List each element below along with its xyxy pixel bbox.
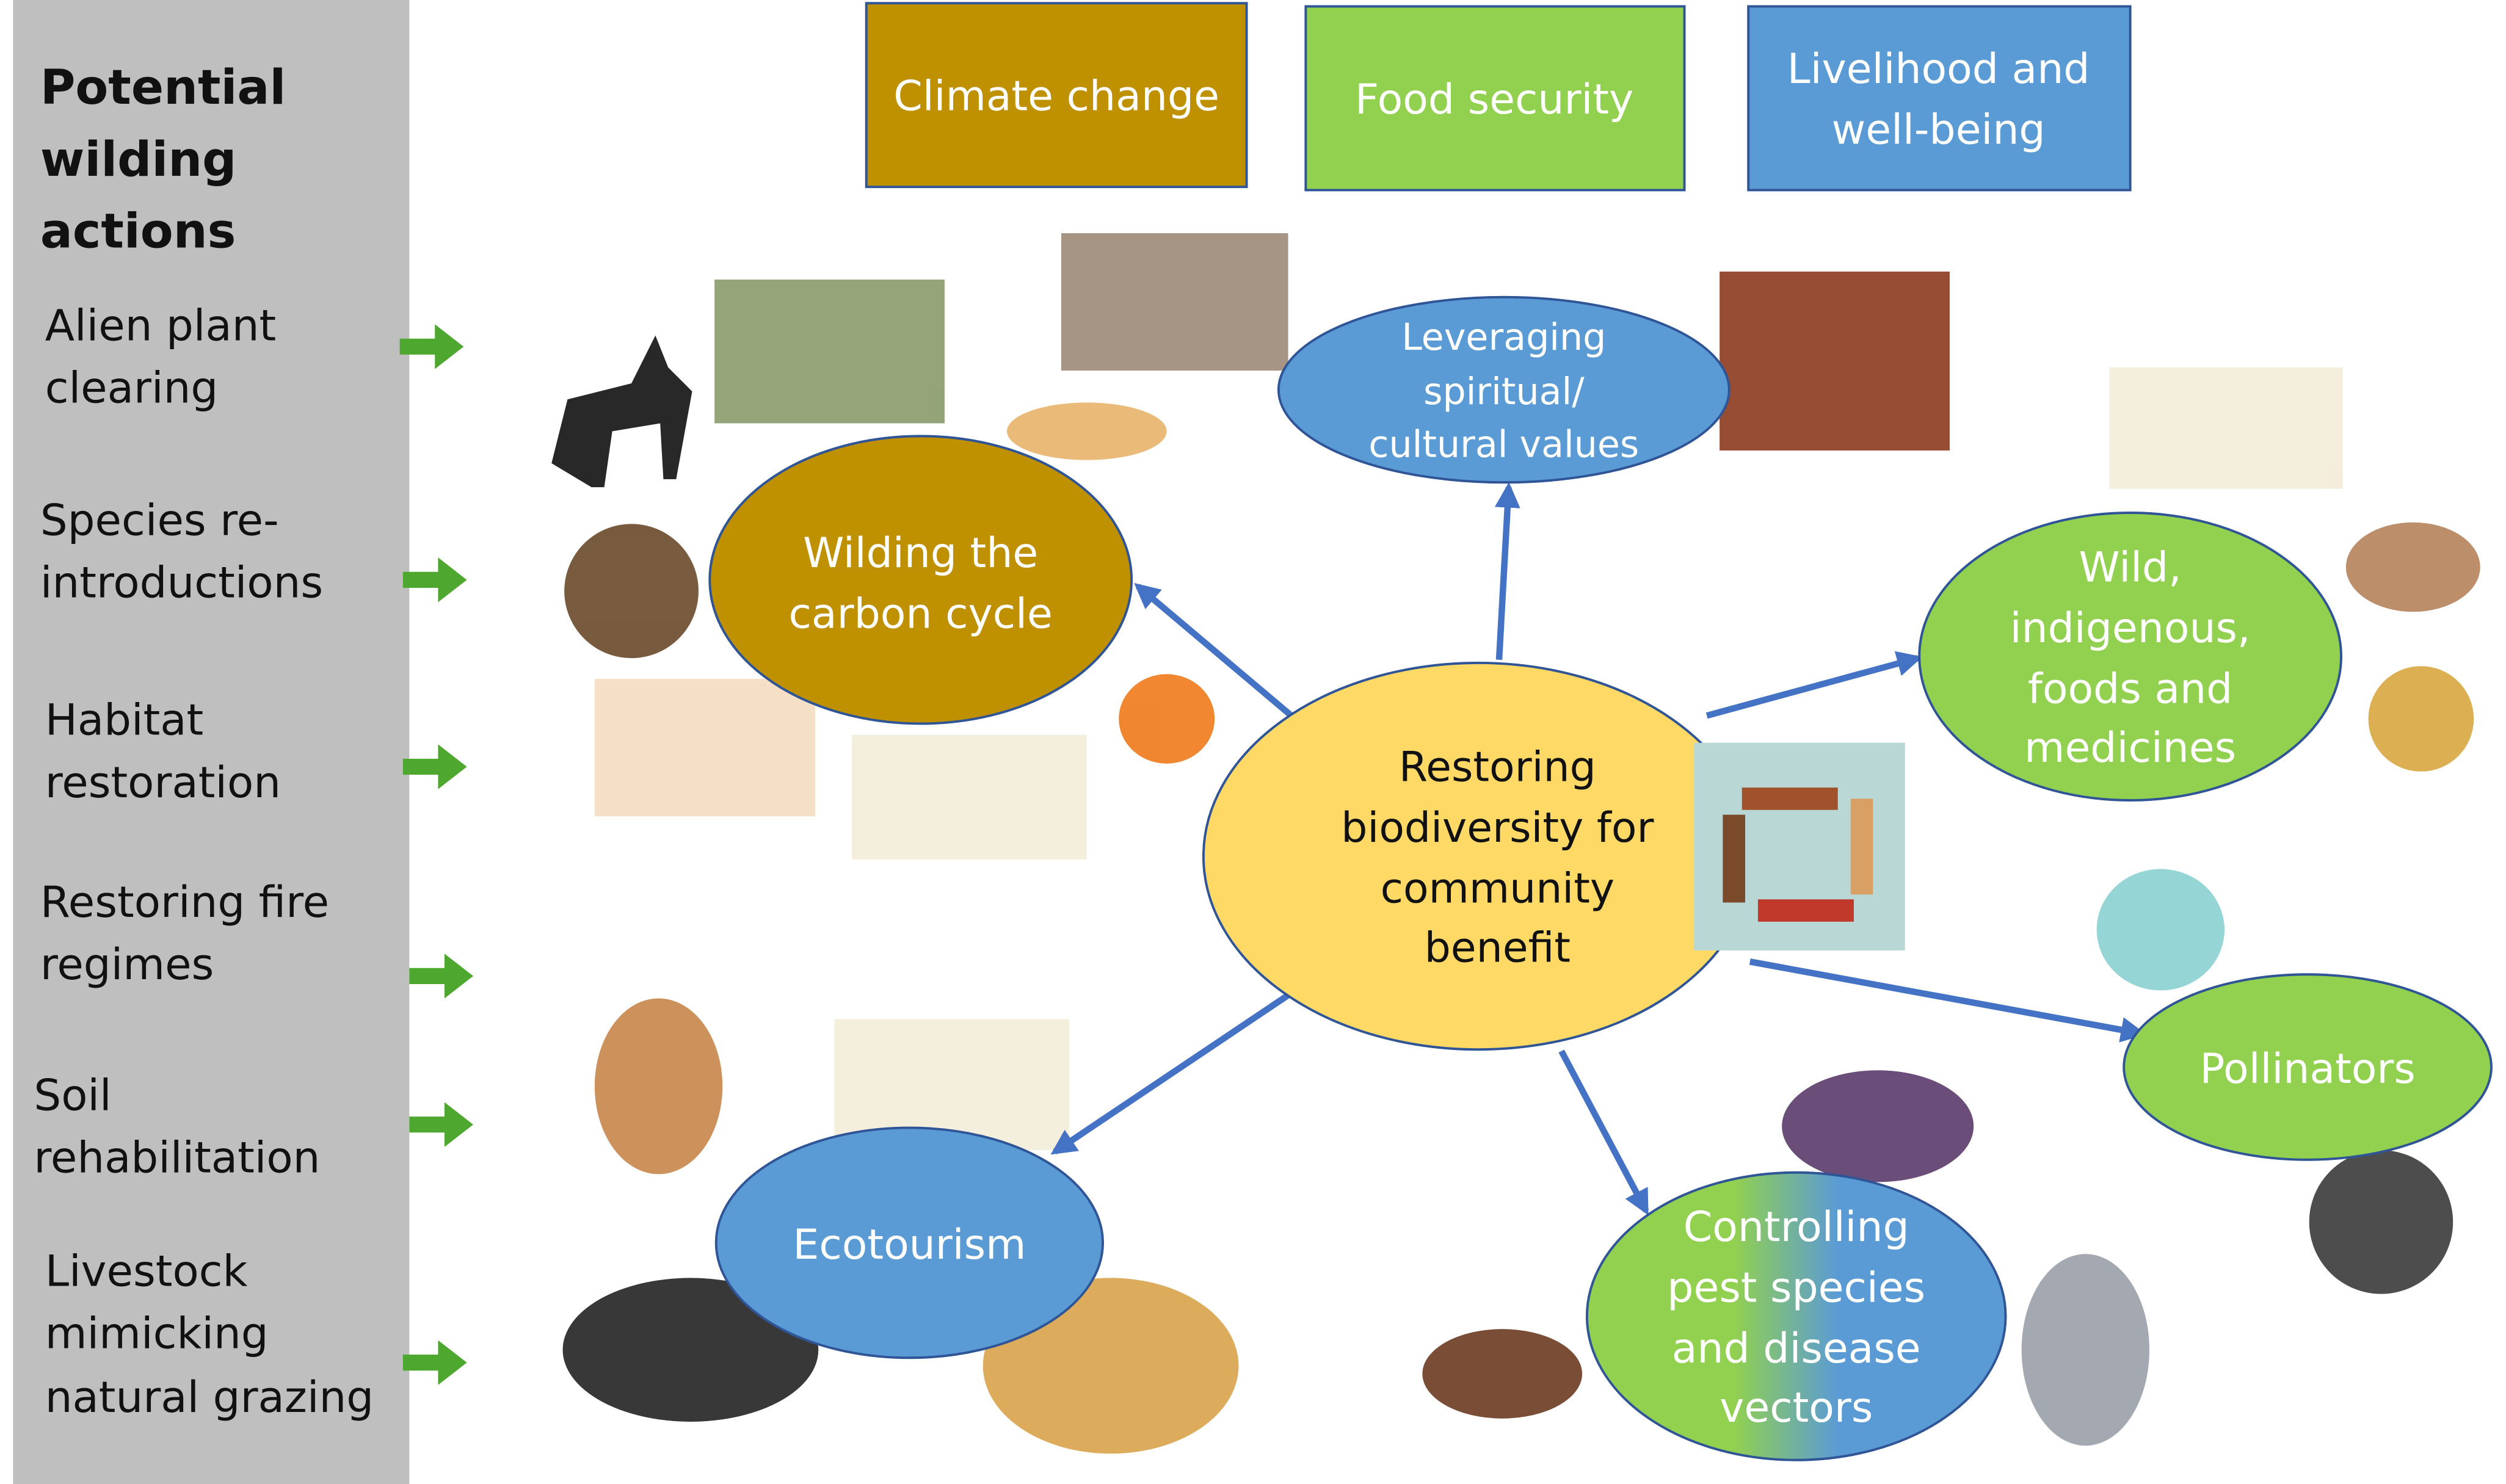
green-arrow-icon [402,1340,467,1385]
bee-flower-image [2096,869,2225,991]
arrow-to-carbon [1134,582,1294,718]
node-label: Wilding the [803,529,1038,577]
carbon-cycle-node [708,435,1133,725]
bulb-plant-image [852,734,1087,860]
node-label: and disease [1672,1325,1921,1373]
title-line: Potential [40,59,286,115]
center-node [1202,662,1755,1051]
green-arrow-icon [402,744,467,789]
climate-change-label: Climate change [893,73,1219,121]
center-label: biodiversity for [1341,804,1654,852]
ecotourism-node [714,1126,1104,1359]
arrow-to-pest [1558,1049,1649,1215]
nguni-cattle-image [1720,271,1950,451]
food-security-label: Food security [1355,76,1633,124]
mopane-worms-image [2368,666,2474,772]
node-label: spiritual/ [1423,371,1585,413]
action-label: mimicking [45,1308,269,1359]
cave-painting-image [1061,233,1288,371]
pollinators-node [2123,973,2493,1161]
sidebar-title: Potential wilding actions [40,59,286,259]
bulb-plant-image [2109,367,2343,489]
livelihood-label: well-being [1832,106,2046,154]
eagle-image [562,1278,819,1422]
side-arrows [399,324,474,1385]
node-label: Pollinators [2199,1045,2415,1093]
node-label: Wild, [2079,544,2181,592]
climate-change-box [865,2,1248,189]
connector-arrows [1050,482,2147,1215]
action-label: regimes [40,939,214,990]
action-label: rehabilitation [34,1132,320,1183]
node-label: Ecotourism [793,1221,1026,1269]
hands-icon [1723,787,1873,922]
node-label: carbon cycle [789,590,1053,638]
center-label: community [1381,864,1615,913]
bulb-plant-image [834,1019,1070,1151]
livelihood-box [1747,5,2132,192]
action-label: Species re- [40,495,279,546]
dung-beetle-image [564,524,699,659]
center-label: Restoring [1399,744,1596,792]
mongoose-image [1422,1329,1583,1419]
title-line: wilding [40,131,237,187]
node-label: indigenous, [2010,604,2251,653]
pest-control-node [1585,1171,2007,1461]
action-label: natural grazing [45,1372,374,1422]
action-label: Habitat [45,695,204,745]
green-arrow-icon [402,557,467,603]
action-label: Livestock [45,1246,248,1297]
node-label: medicines [2024,724,2236,772]
action-label: Restoring fire [40,877,329,927]
green-arrow-icon [409,1102,474,1147]
foods-node [1918,512,2342,802]
action-label: introductions [40,557,323,608]
arrow-to-spiritual [1494,482,1520,661]
sidebar-panel [13,0,410,1484]
sidebar-items: Alien plant clearing Species re- introdu… [34,300,374,1422]
food-security-box [1304,5,1686,192]
node-label: Controlling [1683,1203,1909,1251]
green-arrow-icon [399,324,464,369]
node-label: Leveraging [1401,316,1606,359]
duiker-image [2345,522,2480,612]
node-label: foods and [2028,665,2232,713]
green-arrow-icon [409,954,474,999]
mole-rat-image [594,679,815,817]
action-label: clearing [45,362,219,413]
action-label: Soil [34,1070,111,1121]
node-label: pest species [1667,1264,1925,1312]
fire-icon [1119,674,1215,764]
livelihood-label: Livelihood and [1787,45,2090,93]
action-label: restoration [45,757,281,808]
arrow-to-pollinators [1749,958,2147,1043]
node-label: vectors [1720,1384,1873,1432]
arrow-to-ecotourism [1050,992,1290,1155]
spiritual-node [1277,295,1731,484]
cow-grassland-image [714,279,945,424]
title-line: actions [40,203,236,259]
goshawk-image [2021,1254,2150,1446]
action-label: Alien plant [45,300,277,350]
steenbok-image [594,998,723,1175]
bat-flower-image [2309,1150,2453,1294]
bat-image [1782,1070,1974,1182]
antelope-silhouette-image [551,335,692,488]
termite-image [1007,402,1167,460]
center-label: benefit [1425,924,1571,972]
arrow-to-foods [1705,651,1923,719]
node-label: cultural values [1368,423,1639,466]
